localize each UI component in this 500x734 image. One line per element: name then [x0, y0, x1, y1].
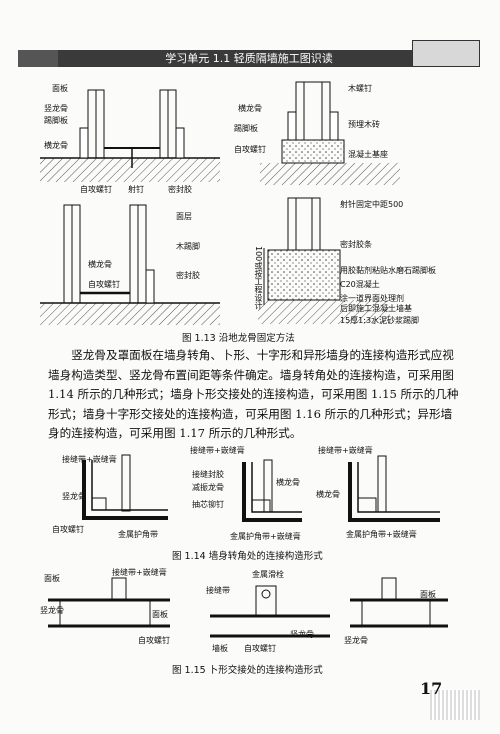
- label-fig15a-4: 自攻螺钉: [138, 636, 170, 645]
- label-fig14b-3: 抽芯铆钉: [192, 500, 224, 509]
- page-number: 17: [420, 679, 443, 698]
- label-fig13d-5: 后即施工混凝土墙基: [340, 304, 412, 313]
- label-fig14b-1: 接缝封胶: [192, 470, 224, 479]
- label-fig14a-3: 金属护角带: [118, 530, 158, 539]
- label-fig13a-6: 密封胶: [168, 185, 192, 194]
- label-fig13b-4: 自攻螺钉: [234, 145, 266, 154]
- label-fig14c-1: 横龙骨: [316, 490, 340, 499]
- label-fig13d-0: 射针固定中距500: [340, 200, 404, 209]
- label-fig15b-0: 金属滑栓: [252, 570, 284, 579]
- paragraph-text: 竖龙骨及罩面板在墙身转角、卜形、十字形和异形墙身的连接构造形式应视墙身构造类型、…: [48, 348, 459, 440]
- label-fig13c-1: 木踢脚: [176, 242, 200, 251]
- header-decoration: [412, 40, 480, 67]
- label-fig15a-0: 面板: [44, 574, 60, 583]
- label-fig13b-1: 横龙骨: [238, 104, 262, 113]
- label-fig15c-0: 面板: [420, 590, 436, 599]
- label-fig13b-5: 混凝土基座: [348, 150, 388, 159]
- fig-1-15-c-drawing: [350, 577, 448, 628]
- footer-decoration: [430, 690, 480, 720]
- label-fig15b-1: 接缝带: [206, 586, 230, 595]
- label-fig15b-4: 竖龙骨: [290, 630, 314, 639]
- label-fig13d-vertical: 100或按工程设计: [254, 246, 263, 310]
- label-fig13b-2: 踢脚板: [234, 124, 258, 133]
- label-fig15a-2: 竖龙骨: [40, 606, 64, 615]
- label-fig14a-1: 竖龙骨: [62, 492, 86, 501]
- running-header: 学习单元 1.1 轻质隔墙施工图识读: [18, 50, 480, 67]
- label-fig13d-3: C20混凝土: [340, 280, 380, 289]
- label-fig14a-2: 自攻螺钉: [52, 525, 84, 534]
- label-fig13a-4: 自攻螺钉: [80, 185, 112, 194]
- label-fig13d-2: 用胶黏剂粘贴水磨石踢脚板: [340, 266, 436, 275]
- fig-1-14-b-drawing: [242, 459, 302, 522]
- label-fig14b-0: 接缝带+嵌缝膏: [190, 446, 245, 455]
- label-fig15b-3: 自攻螺钉: [244, 644, 276, 653]
- fig-1-13-c-drawing: [40, 204, 220, 325]
- label-fig13a-0: 面板: [52, 84, 68, 93]
- fig-1-13-a-drawing: [40, 89, 220, 182]
- label-fig15c-1: 竖龙骨: [344, 636, 368, 645]
- label-fig14c-2: 金属护角带+嵌缝膏: [346, 530, 417, 539]
- label-fig15b-2: 墙板: [212, 644, 228, 653]
- label-fig13c-2: 横龙骨: [88, 260, 112, 269]
- fig-1-14-a-drawing: [82, 454, 168, 520]
- label-fig13a-2: 踢脚板: [44, 116, 68, 125]
- fig-1-15-b-drawing: [210, 585, 330, 638]
- label-fig13b-0: 木螺钉: [348, 84, 372, 93]
- label-fig13a-5: 射钉: [128, 185, 144, 194]
- label-fig15a-3: 面板: [152, 610, 168, 619]
- caption-fig-1-15: 图 1.15 卜形交接处的连接构造形式: [172, 665, 323, 676]
- label-fig14b-5: 金属护角带+嵌缝膏: [230, 532, 301, 541]
- label-fig13d-4: 涂一道界面处理剂: [340, 294, 404, 303]
- caption-fig-1-13: 图 1.13 沿地龙骨固定方法: [182, 333, 295, 344]
- label-fig13b-3: 预埋木砖: [348, 120, 380, 129]
- header-title: 学习单元 1.1 轻质隔墙施工图识读: [165, 52, 333, 65]
- fig-1-13-b-drawing: [260, 81, 400, 185]
- label-fig13a-3: 横龙骨: [44, 141, 68, 150]
- label-fig14b-4: 横龙骨: [276, 478, 300, 487]
- caption-fig-1-14: 图 1.14 墙身转角处的连接构造形式: [172, 551, 323, 562]
- header-left-tab: [18, 50, 58, 67]
- label-fig13d-6: 15厚1:3水泥砂浆踢脚: [340, 316, 420, 325]
- label-fig13c-3: 自攻螺钉: [88, 280, 120, 289]
- label-fig15a-1: 接缝带+嵌缝膏: [112, 568, 167, 577]
- body-paragraph: 竖龙骨及罩面板在墙身转角、卜形、十字形和异形墙身的连接构造形式应视墙身构造类型、…: [48, 346, 460, 444]
- fig-1-13-d-drawing: [258, 197, 390, 324]
- label-fig13c-4: 密封胶: [176, 271, 200, 280]
- label-fig14a-0: 接缝带+嵌缝膏: [62, 455, 117, 464]
- label-fig13d-1: 密封胶条: [340, 240, 372, 249]
- label-fig13c-0: 面层: [176, 212, 192, 221]
- label-fig14c-0: 接缝带+嵌缝膏: [318, 446, 373, 455]
- label-fig14b-2: 减振龙骨: [192, 483, 224, 492]
- fig-1-14-c-drawing: [348, 455, 440, 522]
- label-fig13a-1: 竖龙骨: [44, 104, 68, 113]
- fig-1-15-a-drawing: [48, 577, 170, 628]
